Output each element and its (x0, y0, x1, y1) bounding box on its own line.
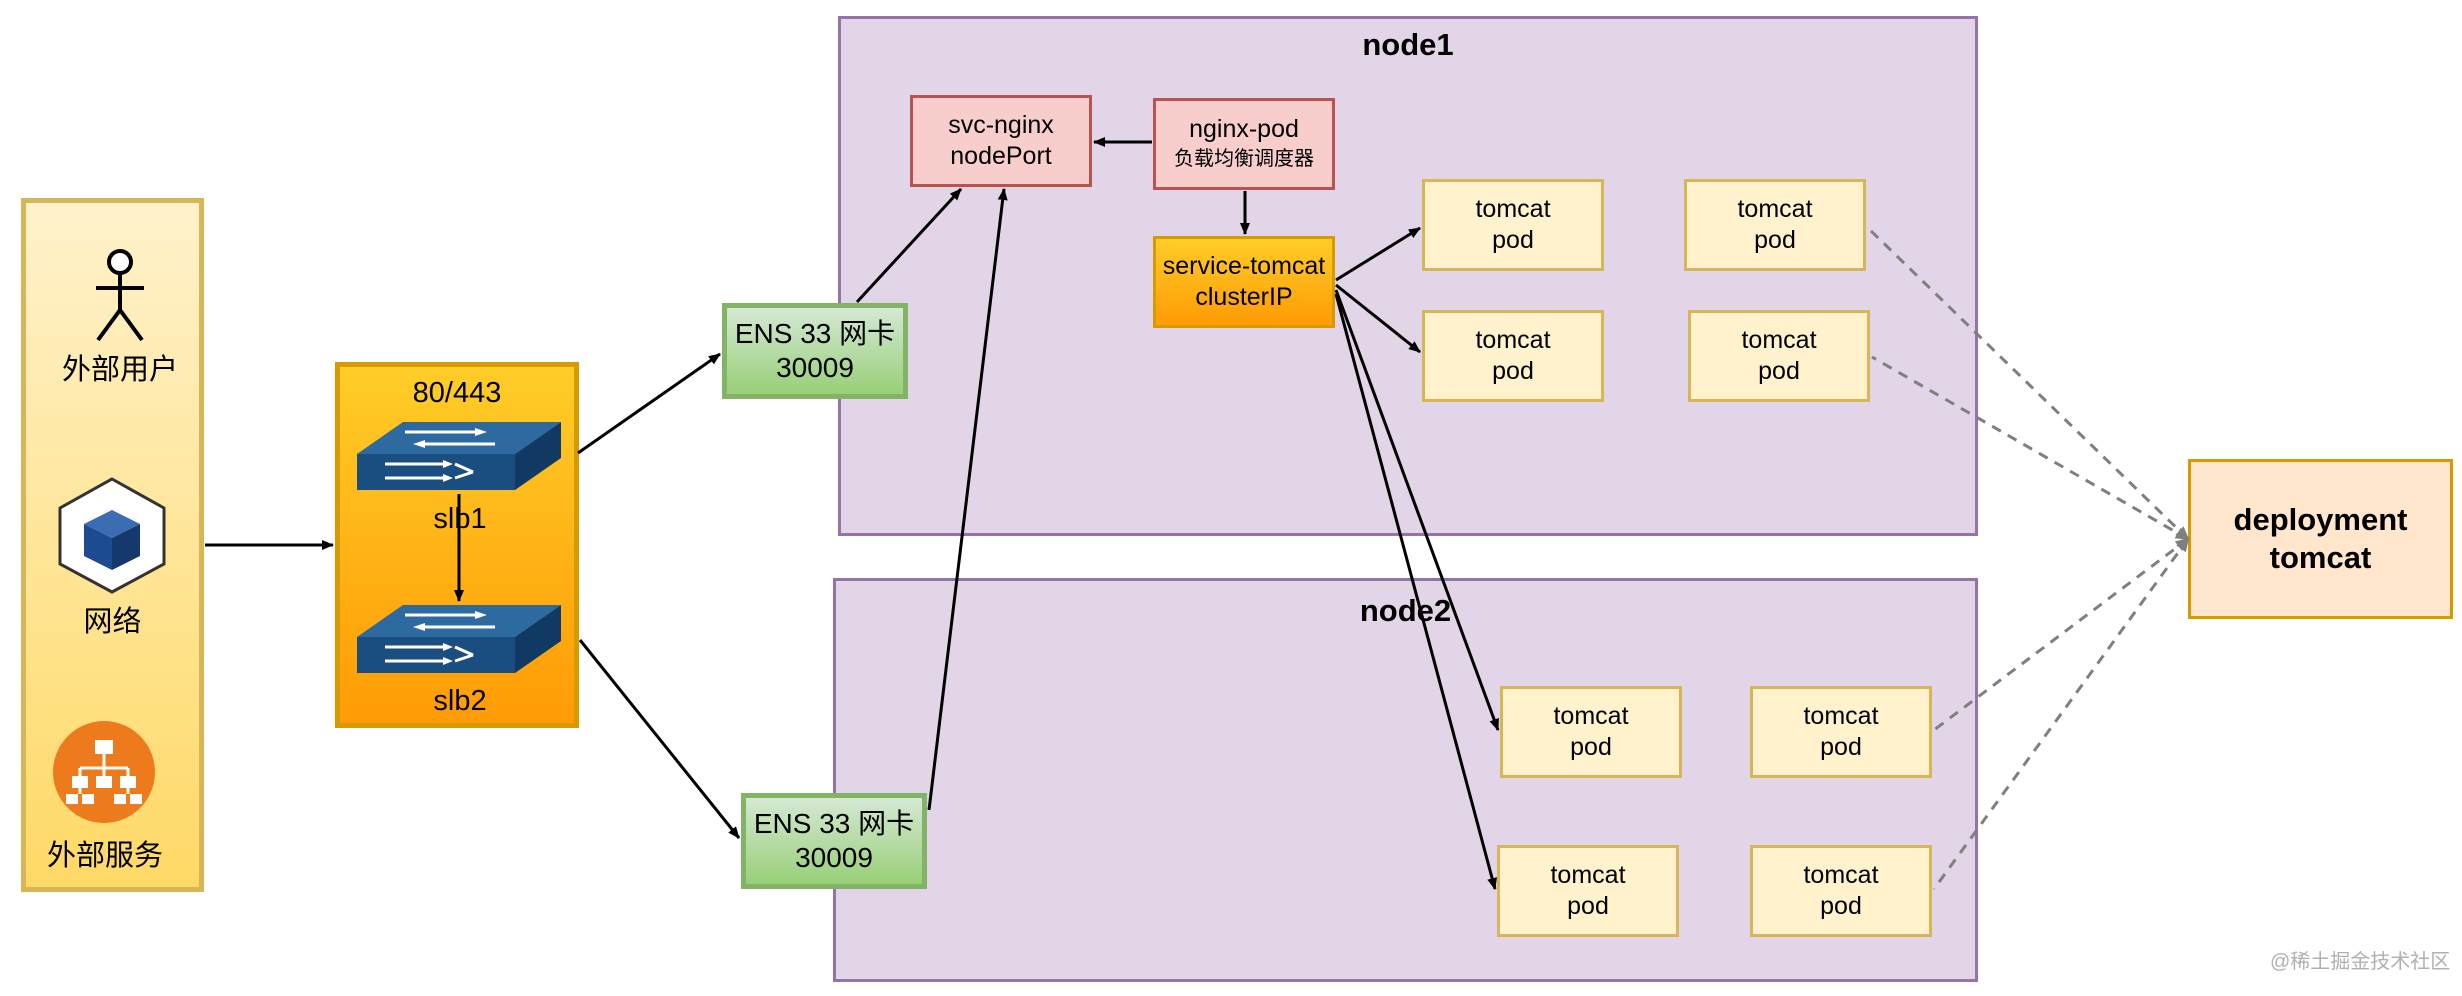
tomcat-pod: tomcat pod (1500, 686, 1682, 778)
tomcat-pod-line2: pod (1754, 226, 1796, 254)
tomcat-pod-line2: pod (1820, 892, 1862, 920)
slb1-label: slb1 (433, 503, 487, 535)
svc-nginx-line2: nodePort (950, 142, 1052, 170)
node2-title: node2 (1359, 593, 1452, 628)
service-tomcat-line2: clusterIP (1195, 283, 1293, 311)
external-service-label: 外部服务 (46, 840, 163, 872)
ens-top-line1: ENS 33 网卡 (734, 318, 896, 349)
tomcat-pod-line1: tomcat (1741, 326, 1817, 354)
service-tomcat-line1: service-tomcat (1162, 252, 1326, 280)
org-chart-icon (53, 721, 155, 823)
tomcat-pod-line2: pod (1567, 892, 1609, 920)
slb2-switch-icon (357, 605, 561, 673)
tomcat-pod: tomcat pod (1750, 686, 1932, 778)
tomcat-pod: tomcat pod (1684, 179, 1866, 271)
nginx-pod-line2: 负载均衡调度器 (1174, 148, 1314, 170)
tomcat-pod-line1: tomcat (1550, 861, 1626, 889)
tomcat-pod-line1: tomcat (1803, 861, 1879, 889)
arrow-slb-to-ens-top (577, 352, 721, 455)
tomcat-pod: tomcat pod (1422, 179, 1604, 271)
node1-container: node1 (838, 16, 1978, 536)
ens-top-line2: 30009 (776, 352, 854, 383)
nginx-pod-line1: nginx-pod (1189, 115, 1299, 143)
tomcat-pod-line1: tomcat (1475, 326, 1551, 354)
svc-nginx-box: svc-nginx nodePort (910, 95, 1092, 187)
tomcat-pod: tomcat pod (1688, 310, 1870, 402)
slb1-switch-icon (357, 422, 561, 490)
ens-bottom-box: ENS 33 网卡 30009 (741, 793, 927, 889)
cube-icon (58, 477, 166, 594)
network-label: 网络 (83, 606, 142, 638)
deployment-line1: deployment (2233, 502, 2408, 537)
tomcat-pod-line2: pod (1492, 357, 1534, 385)
tomcat-pod-line2: pod (1820, 733, 1862, 761)
tomcat-pod-line1: tomcat (1737, 195, 1813, 223)
arrow-slb-to-ens-bottom (578, 639, 741, 839)
nginx-pod-box: nginx-pod 负载均衡调度器 (1153, 98, 1335, 190)
deployment-box: deployment tomcat (2188, 459, 2453, 619)
ens-top-box: ENS 33 网卡 30009 (722, 303, 908, 399)
tomcat-pod-line1: tomcat (1475, 195, 1551, 223)
tomcat-pod-line2: pod (1758, 357, 1800, 385)
tomcat-pod: tomcat pod (1750, 845, 1932, 937)
service-tomcat-box: service-tomcat clusterIP (1153, 236, 1335, 328)
tomcat-pod-line1: tomcat (1553, 702, 1629, 730)
watermark: @稀土掘金技术社区 (2270, 951, 2451, 973)
svc-nginx-line1: svc-nginx (948, 111, 1054, 139)
tomcat-pod-line2: pod (1570, 733, 1612, 761)
slb-ports-label: 80/443 (412, 377, 502, 409)
external-user-label: 外部用户 (61, 354, 178, 386)
ens-bottom-line1: ENS 33 网卡 (753, 808, 915, 839)
tomcat-pod: tomcat pod (1422, 310, 1604, 402)
node1-title: node1 (1362, 27, 1454, 62)
ens-bottom-line2: 30009 (795, 842, 873, 873)
slb2-label: slb2 (433, 685, 487, 717)
deployment-line2: tomcat (2269, 540, 2372, 575)
tomcat-pod: tomcat pod (1497, 845, 1679, 937)
user-icon (96, 249, 144, 342)
tomcat-pod-line1: tomcat (1803, 702, 1879, 730)
tomcat-pod-line2: pod (1492, 226, 1534, 254)
